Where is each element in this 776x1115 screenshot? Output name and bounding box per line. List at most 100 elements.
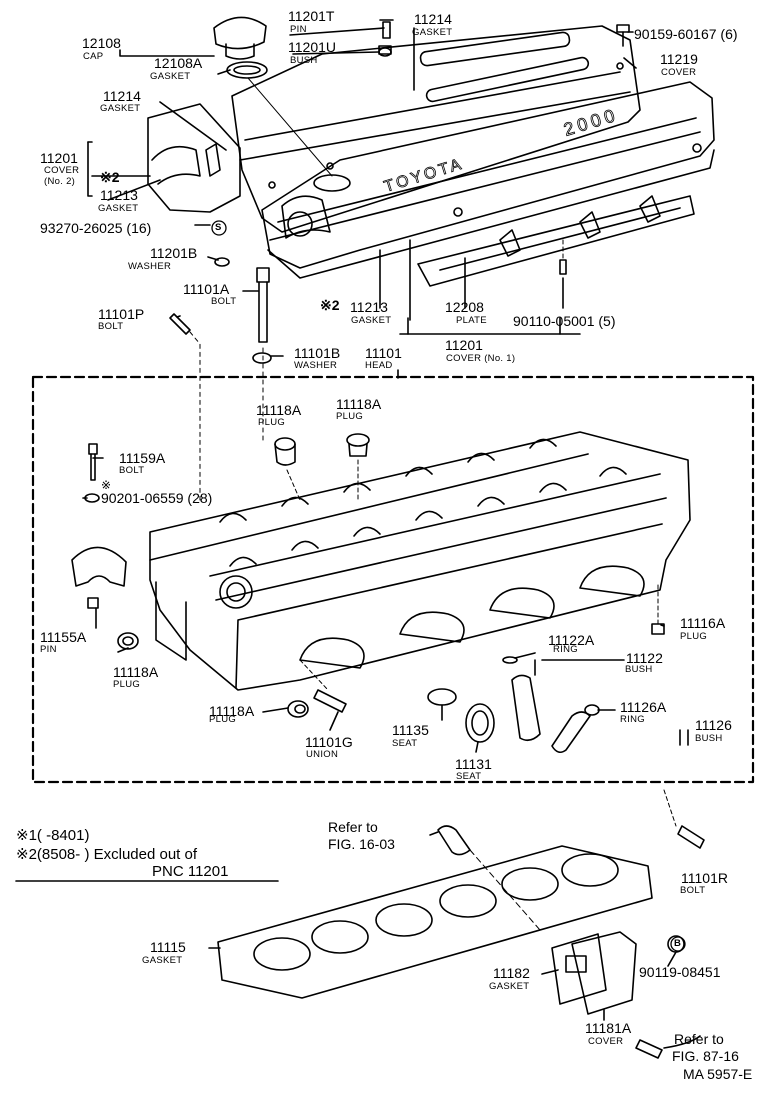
circle-b-mark: B bbox=[674, 938, 682, 949]
gasket-11213-right-number: 11213 bbox=[350, 299, 388, 315]
gasket-11213-left-name: GASKET bbox=[98, 203, 139, 214]
water-outlet bbox=[551, 931, 685, 1059]
washer-11101b-number: 11101B bbox=[294, 345, 341, 361]
refer-16-line2: FIG. 16-03 bbox=[328, 836, 395, 852]
plug-11118a-3-number: 11118A bbox=[113, 664, 159, 680]
washer-90201-number: 90201-06559 (28) bbox=[101, 490, 213, 506]
gasket-11213-left-number: 11213 bbox=[100, 187, 138, 203]
cover-no2-name: COVER bbox=[44, 165, 80, 176]
head-bolt-11101a bbox=[256, 267, 270, 343]
plug-11118a-2 bbox=[346, 433, 370, 457]
cover-brand-text: TOYOTA bbox=[382, 156, 466, 196]
union-11101g bbox=[313, 689, 347, 713]
bolt-11159a-name: BOLT bbox=[119, 465, 145, 476]
cover-11181a-name: COVER bbox=[588, 1036, 624, 1047]
pin-11155a bbox=[87, 597, 99, 609]
cover-no1-name: COVER (No. 1) bbox=[446, 353, 516, 364]
washer-11101b-name: WASHER bbox=[294, 360, 338, 371]
washer-11201b-number: 11201B bbox=[150, 245, 198, 261]
plug-11118a-4-number: 11118A bbox=[209, 703, 255, 719]
valve-cover-no1 bbox=[231, 25, 641, 233]
plug-11116a-number: 11116A bbox=[680, 615, 726, 631]
head-gasket-11115 bbox=[217, 845, 653, 999]
cap-12108-name: CAP bbox=[83, 51, 104, 62]
ring-11126a-number: 11126A bbox=[620, 699, 667, 715]
cover-no2-number: 11201 bbox=[40, 150, 78, 166]
cover-11181a-number: 11181A bbox=[585, 1020, 632, 1036]
cover-11219-number: 11219 bbox=[660, 51, 698, 67]
pin-11201t-name: PIN bbox=[290, 24, 307, 35]
gasket-11182-number: 11182 bbox=[493, 965, 530, 981]
head-11101-name: HEAD bbox=[365, 360, 393, 371]
seat-11131-number: 11131 bbox=[455, 756, 492, 772]
bush-11126-number: 11126 bbox=[695, 717, 732, 733]
cover-11219-name: COVER bbox=[661, 67, 697, 78]
plug-11118a-3 bbox=[117, 632, 139, 650]
gasket-11115-name: GASKET bbox=[142, 955, 183, 966]
bolt-11101p-number: 11101P bbox=[98, 306, 145, 322]
seat-11135 bbox=[427, 688, 457, 706]
gasket-11214-left-number: 11214 bbox=[103, 88, 141, 104]
plug-11118a-4-name: PLUG bbox=[209, 714, 237, 725]
washer-11201b bbox=[214, 257, 230, 267]
bush-11122 bbox=[511, 674, 541, 742]
pin-11155a-number: 11155A bbox=[40, 629, 87, 645]
bolt-90110-number: 90110-05001 (5) bbox=[513, 313, 616, 329]
plug-11118a-3-name: PLUG bbox=[113, 679, 141, 690]
gasket-11214-top-number: 11214 bbox=[414, 11, 452, 27]
note-mark-2-right: ※2 bbox=[320, 297, 340, 313]
ring-11122a-number: 11122A bbox=[548, 632, 595, 648]
valve-cover-no2 bbox=[261, 81, 715, 279]
head-group-frame bbox=[31, 375, 755, 784]
cylinder-head bbox=[149, 431, 691, 691]
note-mark-2-left: ※2 bbox=[100, 169, 120, 185]
union-11101g-name: UNION bbox=[306, 749, 339, 760]
plug-11118a-2-name: PLUG bbox=[336, 411, 364, 422]
stud-11101p bbox=[169, 313, 191, 335]
ring-11122a bbox=[502, 656, 518, 664]
plate-12208-number: 12208 bbox=[445, 299, 484, 315]
washer-11201b-name: WASHER bbox=[128, 261, 172, 272]
bush-11122-number: 11122 bbox=[626, 650, 663, 666]
plate-12208-name: PLATE bbox=[456, 315, 487, 326]
gasket-11182-name: GASKET bbox=[489, 981, 530, 992]
refer-16-line1: Refer to bbox=[328, 819, 378, 835]
plug-11118a-1-number: 11118A bbox=[256, 402, 302, 418]
cover-screw bbox=[616, 24, 630, 47]
camshaft-bearing-cap bbox=[71, 546, 127, 587]
bolt-90119-number: 90119-08451 bbox=[639, 964, 721, 980]
seat-11131 bbox=[465, 703, 495, 743]
gasket-11115-number: 11115 bbox=[150, 939, 186, 955]
plug-11118a-1 bbox=[274, 437, 296, 466]
plug-11118a-1-name: PLUG bbox=[258, 417, 286, 428]
bolt-11101r-number: 11101R bbox=[681, 870, 728, 886]
bush-11122-name: BUSH bbox=[625, 664, 653, 675]
seat-11135-number: 11135 bbox=[392, 722, 429, 738]
cover-no1-number: 11201 bbox=[445, 337, 483, 353]
plug-11118a-4 bbox=[287, 700, 309, 718]
bush-11201u-number: 11201U bbox=[288, 39, 337, 55]
ring-11126a-name: RING bbox=[620, 714, 645, 725]
plug-11116a-name: PLUG bbox=[680, 631, 708, 642]
pin-11201t-number: 11201T bbox=[288, 8, 335, 24]
gasket-11214-top-name: GASKET bbox=[412, 27, 453, 38]
baffle-plate bbox=[417, 195, 695, 287]
cam-cap-cover bbox=[147, 103, 241, 213]
gasket-12108a-name: GASKET bbox=[150, 71, 191, 82]
seat-11135-name: SEAT bbox=[392, 738, 418, 749]
pin-11155a-name: PIN bbox=[40, 644, 57, 655]
cover-no2-sub: (No. 2) bbox=[44, 176, 76, 187]
head-11101-number: 11101 bbox=[365, 345, 402, 361]
note-mark-x: ※ bbox=[101, 478, 112, 492]
bush-11126-name: BUSH bbox=[695, 733, 723, 744]
legend-note-2: ※2(8508- ) Excluded out of bbox=[16, 846, 198, 863]
bush-11126 bbox=[551, 711, 591, 754]
gasket-11213-right-name: GASKET bbox=[351, 315, 392, 326]
stud-11101r bbox=[677, 825, 705, 849]
bolt-11101r-name: BOLT bbox=[680, 885, 706, 896]
plug-11118a-2-number: 11118A bbox=[336, 396, 382, 412]
gasket-11214-left-name: GASKET bbox=[100, 103, 141, 114]
bolt-11101p-name: BOLT bbox=[98, 321, 124, 332]
